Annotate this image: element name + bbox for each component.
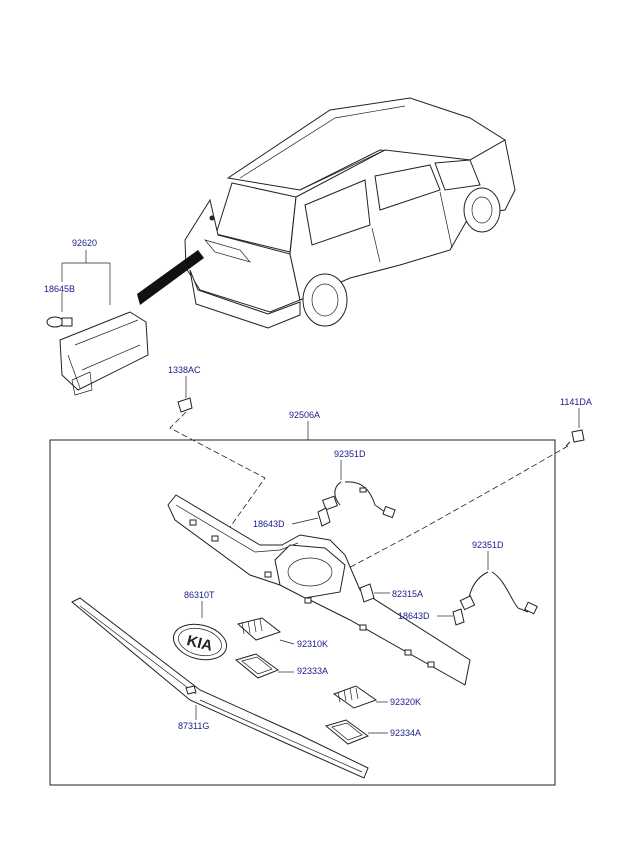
label-18643D-lower: 18643D — [398, 611, 430, 621]
lamp-92320K — [332, 685, 388, 709]
label-18643D-upper: 18643D — [253, 519, 285, 529]
label-92620: 92620 — [72, 238, 97, 248]
label-87311G: 87311G — [178, 721, 209, 731]
lamp-92310K — [236, 617, 295, 645]
label-92334A: 92334A — [390, 728, 421, 738]
emblem-logo-text: KIA — [185, 632, 214, 655]
vehicle-illustration — [137, 97, 516, 329]
label-18645B: 18645B — [44, 284, 75, 294]
label-92506A: 92506A — [289, 410, 320, 420]
kia-emblem-86310T: KIA — [172, 601, 228, 661]
label-86310T: 86310T — [184, 590, 215, 600]
clip-1338AC — [177, 376, 193, 413]
socket-harness-92351D-lower — [437, 551, 538, 626]
label-92320K: 92320K — [390, 697, 421, 707]
label-92351D-upper: 92351D — [334, 449, 366, 459]
label-82315A: 82315A — [392, 589, 423, 599]
screw-1141DA — [565, 408, 585, 447]
lamp-assembly-92620 — [46, 250, 149, 396]
lens-92334A — [324, 719, 388, 745]
assembly-frame-92506A — [49, 421, 556, 786]
label-92333A: 92333A — [297, 666, 328, 676]
molding-87311G — [71, 597, 369, 779]
socket-harness-92351D-upper — [291, 460, 396, 527]
part-number-labels: 92620 18645B 1338AC 92506A 1141DA 92351D… — [44, 238, 592, 738]
clip-82315A — [359, 583, 390, 603]
lens-92333A — [234, 653, 294, 679]
label-92351D-lower: 92351D — [472, 540, 504, 550]
label-1141DA: 1141DA — [560, 397, 592, 407]
label-1338AC: 1338AC — [168, 365, 201, 375]
label-92310K: 92310K — [297, 639, 328, 649]
garnish-panel — [167, 494, 471, 686]
